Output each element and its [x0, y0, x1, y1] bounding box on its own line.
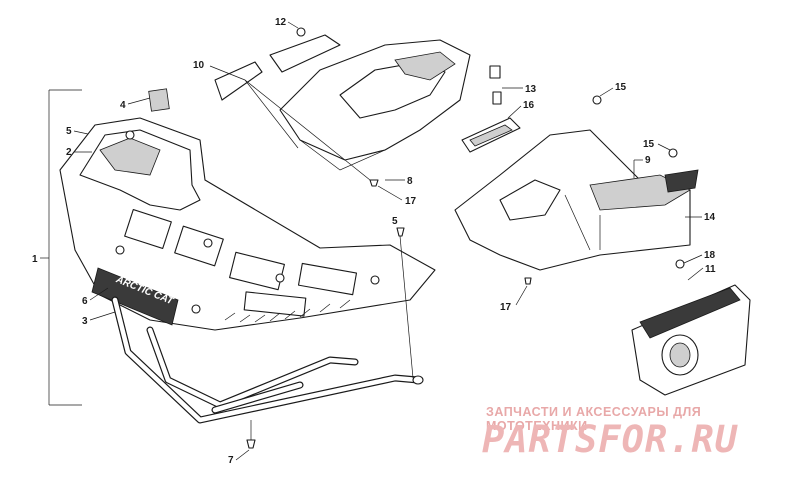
grille-housing [631, 284, 751, 396]
callout-4: 4 [120, 100, 126, 111]
front-rack-assembly: ARCTIC CAT [59, 88, 436, 331]
callout-7: 7 [228, 455, 234, 466]
callout-18: 18 [704, 250, 716, 261]
watermark-caption: ЗАПЧАСТИ И АКСЕССУАРЫ ДЛЯ МОТОТЕХНИКИ [486, 405, 702, 433]
callout-8: 8 [407, 176, 413, 187]
callout-3: 3 [82, 316, 88, 327]
assembly-bracket-1 [40, 89, 82, 406]
side-panel [454, 95, 699, 285]
callout-1: 1 [32, 254, 38, 265]
callout-10: 10 [193, 60, 205, 71]
callout-16: 16 [523, 100, 535, 111]
callout-15a: 15 [615, 82, 627, 93]
callout-5b: 5 [392, 216, 398, 227]
watermark-brand: PARTSFOR.RU [482, 418, 739, 461]
callout-17a: 17 [405, 196, 417, 207]
callout-11: 11 [705, 264, 716, 275]
callout-9: 9 [645, 155, 651, 166]
callout-2: 2 [66, 147, 72, 158]
callout-12: 12 [275, 17, 287, 28]
bumper-tube [111, 296, 424, 424]
callout-17b: 17 [500, 302, 512, 313]
callout-6: 6 [82, 296, 88, 307]
callout-5a: 5 [66, 126, 72, 137]
callout-labels: 1 2 3 4 5 5 6 7 8 9 10 11 12 13 14 15 15 [32, 17, 716, 466]
callout-13: 13 [525, 84, 537, 95]
callout-15b: 15 [643, 139, 655, 150]
hood-panel [214, 27, 502, 187]
callout-14: 14 [704, 212, 716, 223]
